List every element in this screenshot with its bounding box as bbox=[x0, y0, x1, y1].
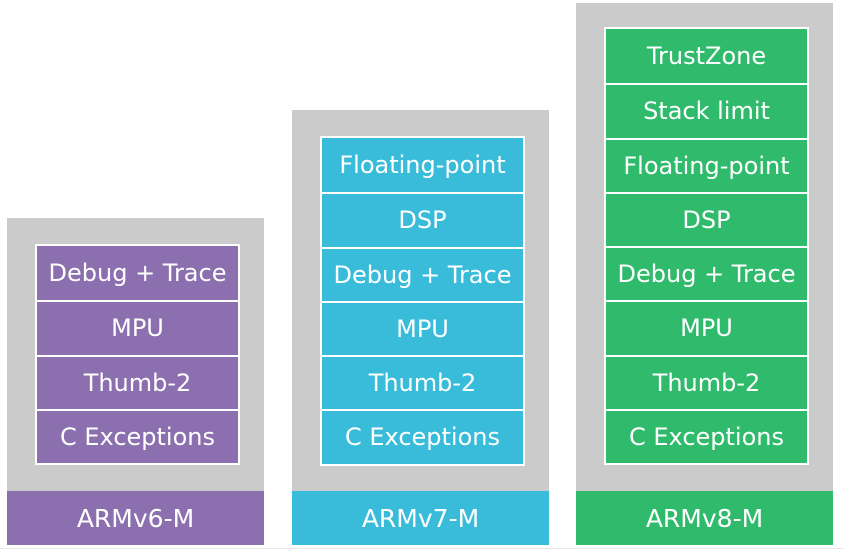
feature-block: TrustZone bbox=[606, 29, 807, 84]
feature-block: Thumb-2 bbox=[606, 354, 807, 409]
baseline-divider bbox=[0, 548, 843, 549]
armv7m-label: ARMv7-M bbox=[292, 491, 549, 545]
feature-block: DSP bbox=[322, 192, 523, 247]
feature-block: Thumb-2 bbox=[37, 354, 238, 409]
feature-block: C Exceptions bbox=[322, 409, 523, 464]
armv6m-column: Debug + Trace MPU Thumb-2 C Exceptions A… bbox=[7, 218, 264, 545]
feature-block: MPU bbox=[606, 300, 807, 355]
feature-block: Debug + Trace bbox=[37, 246, 238, 301]
feature-block: MPU bbox=[322, 300, 523, 355]
armv7m-column: Floating-point DSP Debug + Trace MPU Thu… bbox=[292, 110, 549, 545]
feature-block: Debug + Trace bbox=[606, 246, 807, 301]
feature-block: Floating-point bbox=[606, 137, 807, 192]
armv8m-column: TrustZone Stack limit Floating-point DSP… bbox=[576, 3, 833, 545]
feature-block: Thumb-2 bbox=[322, 355, 523, 410]
feature-block: DSP bbox=[606, 191, 807, 246]
feature-block: C Exceptions bbox=[37, 408, 238, 463]
feature-block: Floating-point bbox=[322, 138, 523, 193]
armv8m-feature-stack: TrustZone Stack limit Floating-point DSP… bbox=[604, 27, 809, 465]
armv6m-feature-stack: Debug + Trace MPU Thumb-2 C Exceptions bbox=[35, 244, 240, 465]
armv6m-label: ARMv6-M bbox=[7, 491, 264, 545]
armv7m-feature-stack: Floating-point DSP Debug + Trace MPU Thu… bbox=[320, 136, 525, 466]
feature-block: Stack limit bbox=[606, 83, 807, 138]
feature-block: C Exceptions bbox=[606, 408, 807, 463]
armv8m-label: ARMv8-M bbox=[576, 491, 833, 545]
feature-block: MPU bbox=[37, 300, 238, 355]
feature-block: Debug + Trace bbox=[322, 246, 523, 301]
